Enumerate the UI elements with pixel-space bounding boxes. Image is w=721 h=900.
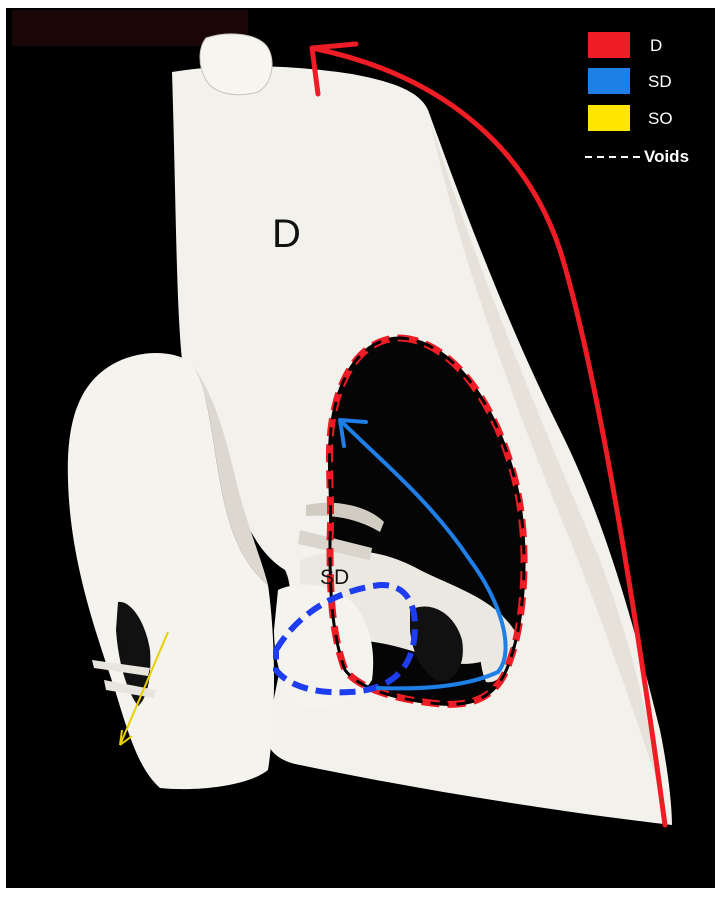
- legend-label-so: SO: [648, 109, 673, 129]
- legend-swatch-so: [588, 105, 630, 131]
- legend-label-voids: Voids: [644, 147, 689, 167]
- sub-chamber-label: SD: [320, 566, 349, 590]
- top-knob: [200, 34, 272, 95]
- legend-swatch-d: [588, 32, 630, 58]
- legend-label-d: D: [650, 36, 662, 56]
- legend-label-sd: SD: [648, 72, 672, 92]
- side-tube-label: SD: [118, 640, 140, 658]
- main-chamber-label: D: [272, 212, 301, 257]
- legend-swatch-sd: [588, 68, 630, 94]
